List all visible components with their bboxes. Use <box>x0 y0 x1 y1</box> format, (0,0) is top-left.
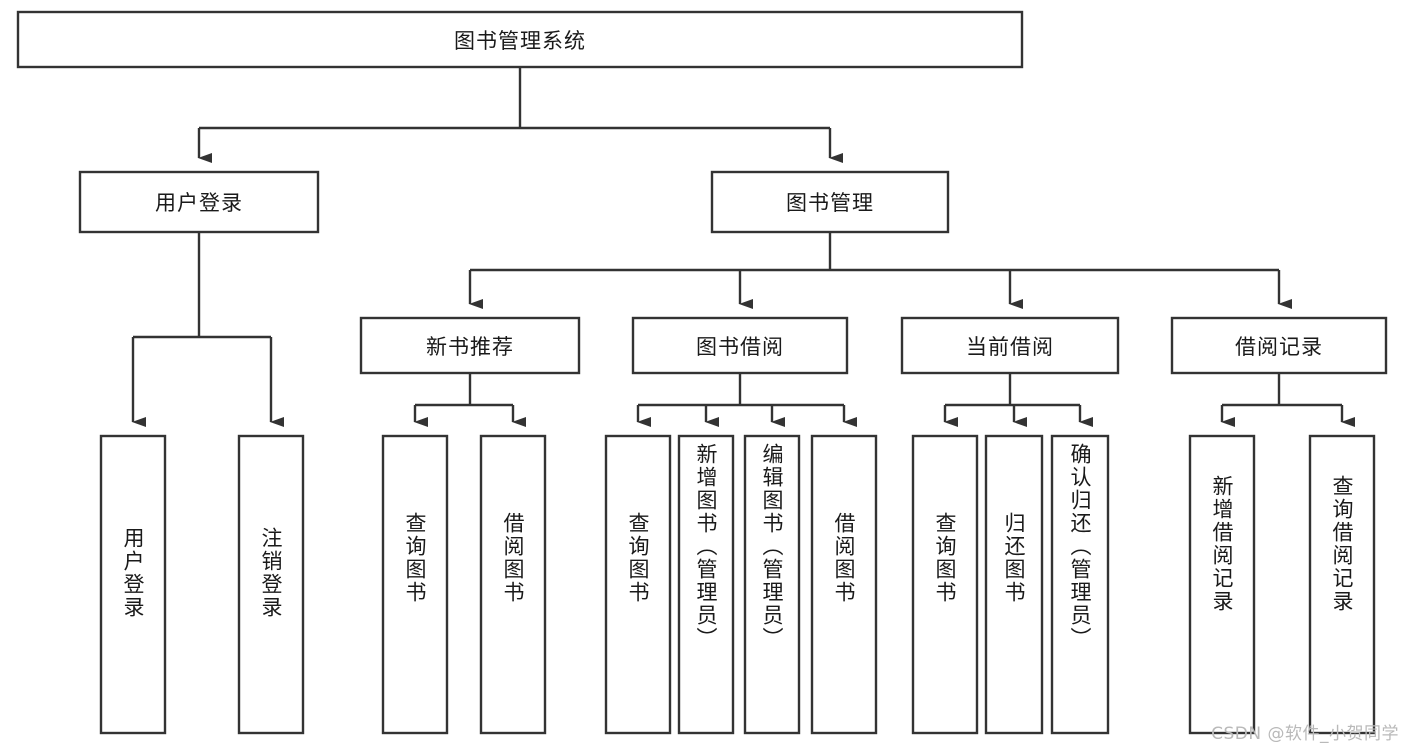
leaf-box-query-book-rec[interactable] <box>381 434 449 735</box>
node-box-user-login[interactable] <box>78 170 320 234</box>
leaf-box-borrow-book-mgmt[interactable] <box>810 434 878 735</box>
node-box-book-management[interactable] <box>710 170 950 234</box>
node-box-current-borrow[interactable] <box>900 316 1120 375</box>
node-box-book-borrow[interactable] <box>631 316 849 375</box>
leaf-box-return-book[interactable] <box>984 434 1044 735</box>
leaf-box-add-borrow-record[interactable] <box>1188 434 1256 735</box>
leaf-box-borrow-book-rec[interactable] <box>479 434 547 735</box>
csdn-watermark: CSDN @软件_小贺同学 <box>1211 724 1399 744</box>
leaf-box-add-book-admin[interactable] <box>677 434 735 735</box>
node-box-root[interactable] <box>16 10 1024 69</box>
leaf-box-logout[interactable] <box>237 434 305 735</box>
leaf-box-confirm-return-admin[interactable] <box>1050 434 1110 735</box>
leaf-box-query-borrow-record[interactable] <box>1308 434 1376 735</box>
leaf-box-user-login[interactable] <box>99 434 167 735</box>
leaf-box-query-book-mgmt[interactable] <box>604 434 672 735</box>
node-box-borrow-record[interactable] <box>1170 316 1388 375</box>
leaf-box-query-book-current[interactable] <box>911 434 979 735</box>
leaf-box-edit-book-admin[interactable] <box>743 434 801 735</box>
node-box-new-book-recommend[interactable] <box>359 316 581 375</box>
